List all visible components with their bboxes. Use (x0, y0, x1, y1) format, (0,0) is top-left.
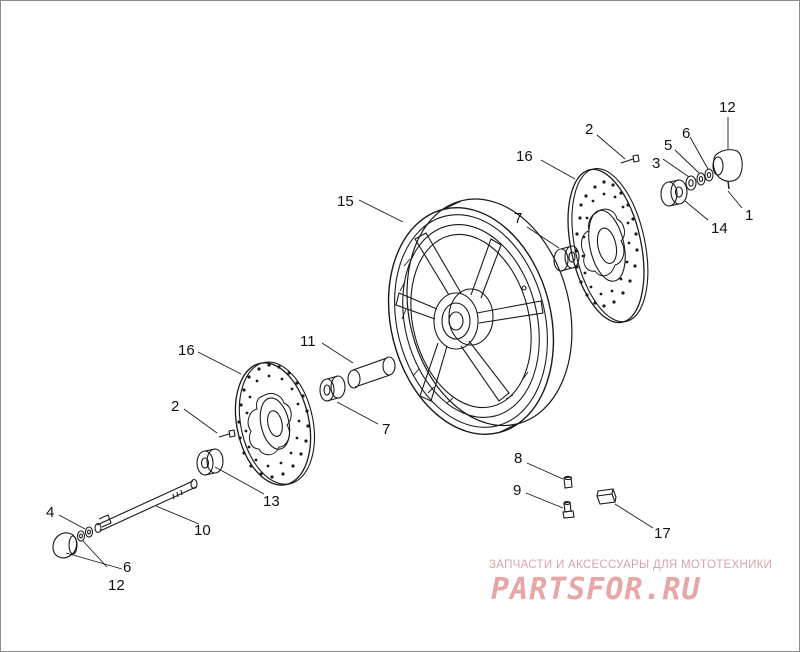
callout-8: 8 (514, 450, 522, 467)
callout-3: 3 (652, 155, 660, 172)
callout-16-upper: 16 (516, 148, 533, 165)
brake-rotor-right (567, 167, 649, 324)
valve-stem (562, 501, 575, 519)
washer-right-6 (704, 168, 714, 182)
callout-10: 10 (194, 522, 211, 539)
axle-cap-right (712, 149, 743, 190)
callout-1: 1 (745, 207, 753, 224)
callout-17: 17 (654, 525, 671, 542)
cast-wheel (387, 198, 573, 435)
front-axle (94, 478, 198, 534)
callout-9: 9 (513, 482, 521, 499)
brake-rotor-left (234, 361, 315, 486)
leader-lines (58, 117, 743, 570)
callout-6-lower: 6 (123, 559, 131, 576)
callout-5: 5 (664, 137, 672, 154)
wheel-weight (596, 488, 617, 505)
callout-15: 15 (337, 193, 354, 210)
callout-6-upper: 6 (682, 125, 690, 142)
callout-12-lower: 12 (108, 577, 125, 594)
watermark-tagline: ЗАПЧАСТИ И АКСЕССУАРЫ ДЛЯ МОТОТЕХНИКИ (489, 559, 773, 571)
callout-2-upper: 2 (585, 121, 593, 138)
callout-2-lower: 2 (171, 398, 179, 415)
nut-right-3 (685, 175, 697, 191)
spacer-left (196, 448, 224, 476)
callout-13: 13 (263, 493, 280, 510)
rotor-bolt-left (218, 429, 236, 438)
callout-11: 11 (300, 333, 316, 350)
washer-left-6 (76, 530, 86, 542)
washer-right-5 (696, 172, 706, 186)
callout-7-upper: 7 (514, 210, 522, 227)
bearing-right (553, 245, 580, 272)
axle-cap-left (52, 532, 78, 559)
callout-16-lower: 16 (178, 342, 195, 359)
washer-left-4 (84, 526, 94, 538)
callout-4: 4 (46, 504, 54, 521)
bearing-left (319, 375, 346, 402)
callout-numbers: 12 2 6 5 3 16 1 14 15 7 11 16 7 2 13 10 … (46, 99, 753, 594)
watermark-logo: PARTSFOR.RU (491, 572, 701, 607)
callout-7-lower: 7 (382, 421, 390, 438)
spacer-right (660, 179, 688, 207)
valve-cap (563, 475, 573, 489)
callout-12-upper: 12 (719, 99, 736, 116)
rotor-bolt-right (620, 154, 640, 164)
callout-14: 14 (711, 220, 728, 237)
bearing-spacer-sleeve (347, 356, 396, 389)
